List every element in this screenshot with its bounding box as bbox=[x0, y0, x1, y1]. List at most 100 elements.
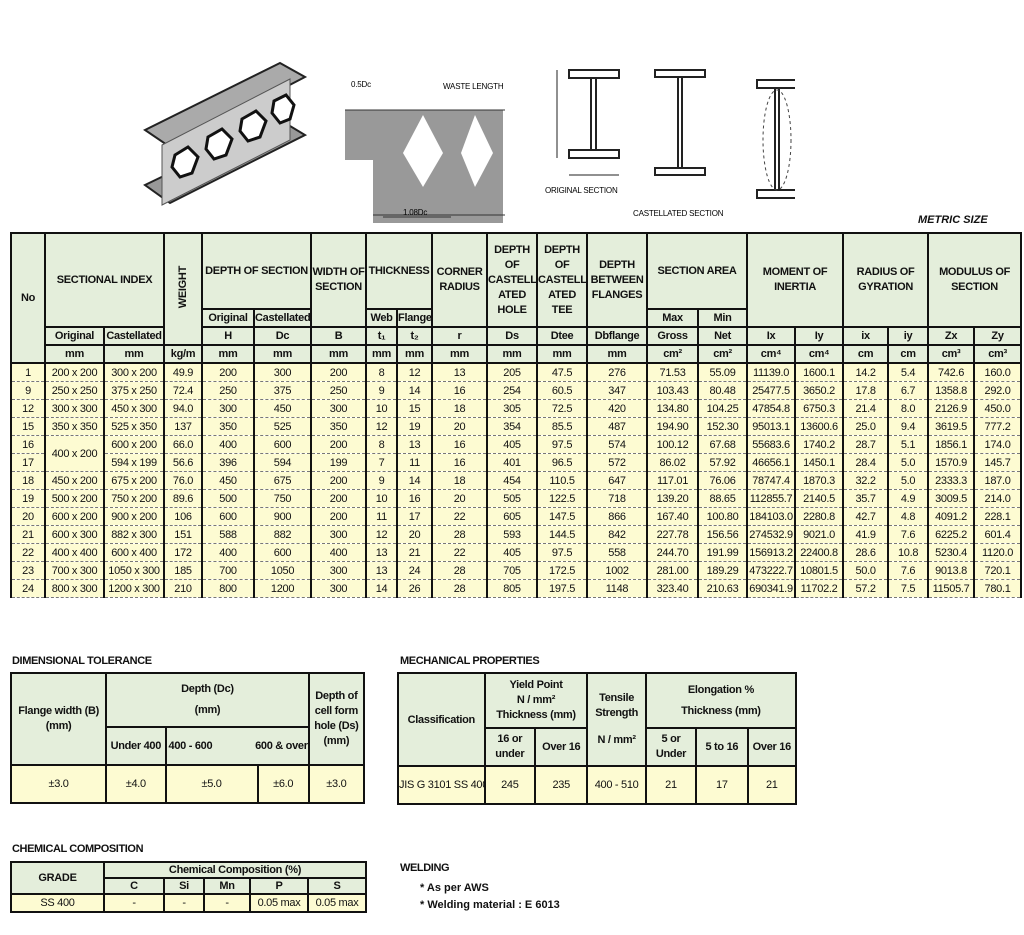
mechanical-value: 400 - 510 bbox=[586, 765, 647, 805]
table-cell: 1570.9 bbox=[927, 453, 976, 472]
table-cell: 174.0 bbox=[973, 435, 1023, 454]
table-cell: 11702.2 bbox=[794, 579, 845, 598]
table-cell: 76.06 bbox=[697, 471, 749, 490]
table-cell: 720.1 bbox=[973, 561, 1023, 580]
table-cell: 20 bbox=[431, 489, 489, 508]
table-cell: 1358.8 bbox=[927, 381, 976, 400]
table-cell: 22400.8 bbox=[794, 543, 845, 562]
table-cell: 19 bbox=[10, 489, 46, 508]
table-cell: 700 x 300 bbox=[44, 561, 105, 580]
table-cell: 5.4 bbox=[887, 362, 930, 382]
table-cell: 139.20 bbox=[646, 489, 700, 508]
table-cell: 28 bbox=[431, 579, 489, 598]
table-cell: 400 x 400 bbox=[44, 543, 105, 562]
table-cell: 156.56 bbox=[697, 525, 749, 544]
table-cell: 600 bbox=[201, 507, 256, 526]
welding-title: WELDING bbox=[400, 862, 450, 874]
mechanical-properties-title: MECHANICAL PROPERTIES bbox=[400, 655, 540, 667]
table-cell: 96.5 bbox=[536, 453, 589, 472]
table-cell: 350 bbox=[201, 417, 256, 436]
header-depth-of-section: DEPTH OF SECTION bbox=[201, 232, 313, 310]
table-cell: 354 bbox=[486, 417, 539, 436]
table-cell: 22 bbox=[431, 543, 489, 562]
table-cell: 400 bbox=[310, 543, 368, 562]
metric-size-label: METRIC SIZE bbox=[918, 214, 988, 226]
table-cell: 100.12 bbox=[646, 435, 700, 454]
table-cell: 5.0 bbox=[887, 453, 930, 472]
table-cell: 600 bbox=[253, 435, 313, 454]
table-cell: 16 bbox=[431, 435, 489, 454]
table-cell: 145.7 bbox=[973, 453, 1023, 472]
table-cell: 594 x 199 bbox=[102, 453, 166, 472]
table-cell: 15 bbox=[396, 399, 434, 418]
table-cell: 185 bbox=[163, 561, 204, 580]
unit-header: mm bbox=[536, 344, 589, 364]
table-cell: 86.02 bbox=[646, 453, 700, 472]
table-cell: 450 bbox=[201, 471, 256, 490]
header-weight: WEIGHT bbox=[163, 232, 204, 346]
table-cell: 8 bbox=[365, 435, 399, 454]
table-cell: 60.5 bbox=[536, 381, 589, 400]
header-chemical-composition: Chemical Composition (%) bbox=[102, 861, 368, 879]
table-cell: 200 bbox=[310, 362, 368, 382]
table-cell: 800 x 300 bbox=[44, 579, 105, 598]
svg-text:CASTELLATED SECTION: CASTELLATED SECTION bbox=[633, 209, 724, 218]
unit-header: mm bbox=[201, 344, 256, 364]
symbol-header: Ix bbox=[746, 326, 797, 346]
table-cell: 24 bbox=[396, 561, 434, 580]
table-cell: 1 bbox=[10, 362, 46, 382]
symbol-header: B bbox=[310, 326, 368, 346]
table-cell: 292.0 bbox=[973, 381, 1023, 400]
chemical-value: - bbox=[203, 893, 251, 913]
table-cell: 103.43 bbox=[646, 381, 700, 400]
table-cell: 805 bbox=[486, 579, 539, 598]
table-cell: 300 bbox=[310, 561, 368, 580]
table-cell: 156913.2 bbox=[746, 543, 797, 562]
table-cell: 487 bbox=[586, 417, 649, 436]
table-cell: 200 bbox=[310, 489, 368, 508]
mechanical-value: 21 bbox=[746, 765, 798, 805]
table-cell: 200 bbox=[201, 362, 256, 382]
unit-header: mm bbox=[365, 344, 399, 364]
table-cell: 24 bbox=[10, 579, 46, 598]
table-cell: 106 bbox=[163, 507, 204, 526]
table-cell: 110.5 bbox=[536, 471, 589, 490]
tolerance-value: ±3.0 bbox=[9, 764, 108, 804]
dimensional-tolerance-title: DIMENSIONAL TOLERANCE bbox=[12, 655, 152, 667]
table-cell: 800 bbox=[201, 579, 256, 598]
table-cell: 4091.2 bbox=[927, 507, 976, 526]
table-cell: 18 bbox=[431, 399, 489, 418]
table-cell: 7.6 bbox=[887, 561, 930, 580]
symbol-header: t₁ bbox=[365, 326, 399, 346]
table-cell: 28 bbox=[431, 561, 489, 580]
table-cell: 450.0 bbox=[973, 399, 1023, 418]
table-cell: 2333.3 bbox=[927, 471, 976, 490]
table-cell: 189.29 bbox=[697, 561, 749, 580]
table-cell: 16 bbox=[431, 381, 489, 400]
table-cell: 49.9 bbox=[163, 362, 204, 382]
table-cell: 593 bbox=[486, 525, 539, 544]
table-cell: 450 x 300 bbox=[102, 399, 166, 418]
table-cell: 3009.5 bbox=[927, 489, 976, 508]
table-cell: 78747.4 bbox=[746, 471, 797, 490]
table-cell: 17.8 bbox=[842, 381, 890, 400]
unit-header: cm⁴ bbox=[794, 344, 845, 364]
table-cell: 4.9 bbox=[887, 489, 930, 508]
table-cell: 210.63 bbox=[697, 579, 749, 598]
table-cell: 5.1 bbox=[887, 435, 930, 454]
svg-text:ORIGINAL SECTION: ORIGINAL SECTION bbox=[545, 186, 618, 195]
table-cell: 9 bbox=[10, 381, 46, 400]
table-cell: 400 x 200 bbox=[44, 435, 105, 472]
table-cell: 300 bbox=[310, 399, 368, 418]
chemical-value: SS 400 bbox=[10, 893, 105, 913]
unit-header: mm bbox=[396, 344, 434, 364]
table-cell: 375 bbox=[253, 381, 313, 400]
table-cell: 505 bbox=[486, 489, 539, 508]
table-cell: 7 bbox=[365, 453, 399, 472]
table-cell: 742.6 bbox=[927, 362, 976, 382]
unit-header: mm bbox=[253, 344, 313, 364]
table-cell: 89.6 bbox=[163, 489, 204, 508]
table-cell: 250 x 250 bbox=[44, 381, 105, 400]
